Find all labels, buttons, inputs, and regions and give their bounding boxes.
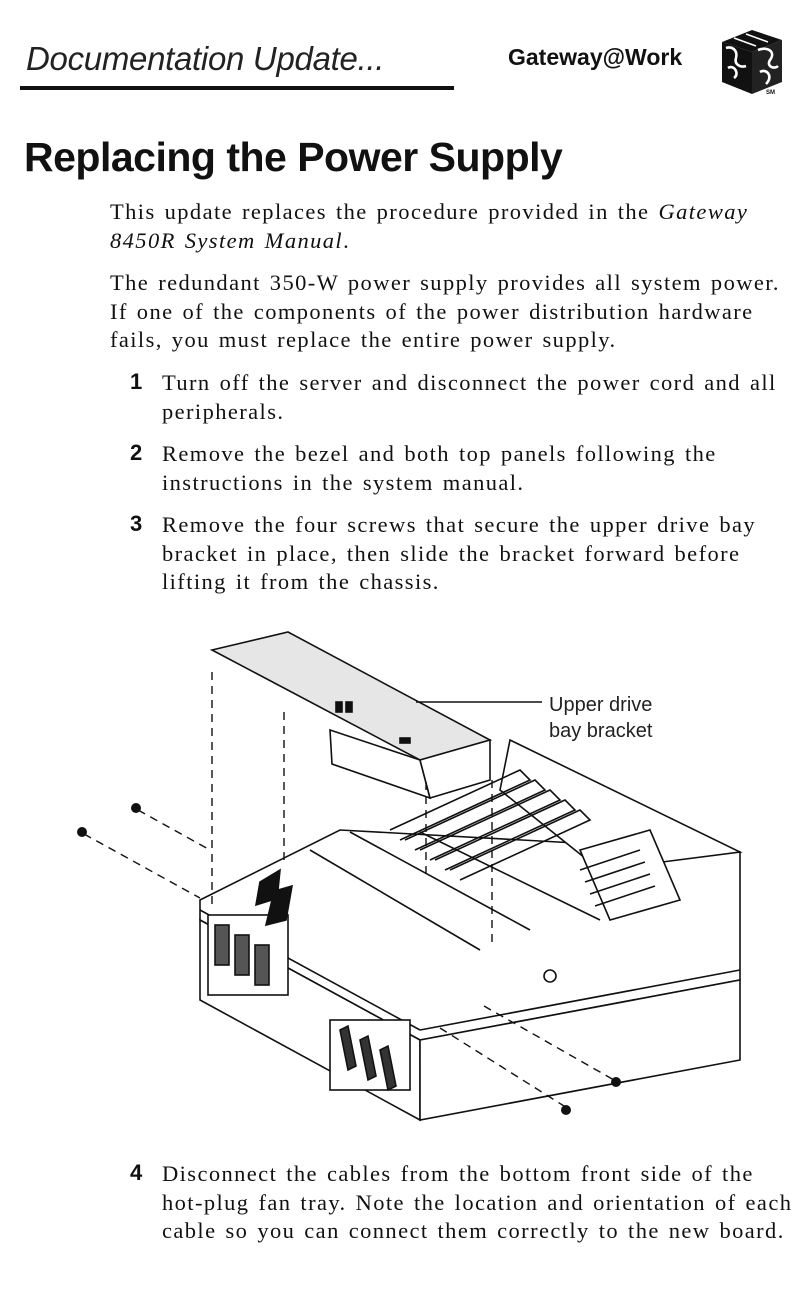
intro-paragraph: This update replaces the procedure provi… xyxy=(110,198,790,255)
page-title: Replacing the Power Supply xyxy=(24,134,563,180)
step-4: 4 Disconnect the cables from the bottom … xyxy=(130,1160,796,1246)
callout-line-1: Upper drive xyxy=(549,694,653,716)
figure-callout: Upper drive bay bracket xyxy=(549,692,652,744)
header-rule xyxy=(20,86,454,90)
step-number: 4 xyxy=(130,1160,143,1185)
server-chassis-illustration xyxy=(77,631,743,1122)
intro-suffix: . xyxy=(343,227,351,253)
callout-line-2: bay bracket xyxy=(549,720,653,742)
step-number: 1 xyxy=(130,369,143,394)
header-title: Documentation Update... xyxy=(26,40,385,77)
screws xyxy=(77,803,621,1115)
step-text: Remove the four screws that secure the u… xyxy=(162,512,757,594)
step-number: 3 xyxy=(130,511,143,536)
service-mark: SM xyxy=(766,90,775,96)
step-text: Disconnect the cables from the bottom fr… xyxy=(162,1161,793,1243)
step-1: 1 Turn off the server and disconnect the… xyxy=(130,369,796,426)
step-3: 3 Remove the four screws that secure the… xyxy=(130,511,796,597)
step-text: Turn off the server and disconnect the p… xyxy=(162,370,777,424)
chassis-body xyxy=(199,631,743,1122)
step-2: 2 Remove the bezel and both top panels f… xyxy=(130,440,796,497)
gateway-cow-box-logo-icon xyxy=(722,30,782,94)
brand-name: Gateway@Work xyxy=(508,44,683,70)
manual-reference: Gateway 8450R System Manual xyxy=(110,199,749,253)
dashed-guides xyxy=(83,672,615,1107)
description-paragraph: The redundant 350-W power supply provide… xyxy=(110,270,780,352)
step-text: Remove the bezel and both top panels fol… xyxy=(162,441,717,495)
intro-text: This update replaces the procedure provi… xyxy=(110,199,659,224)
step-number: 2 xyxy=(130,440,143,465)
